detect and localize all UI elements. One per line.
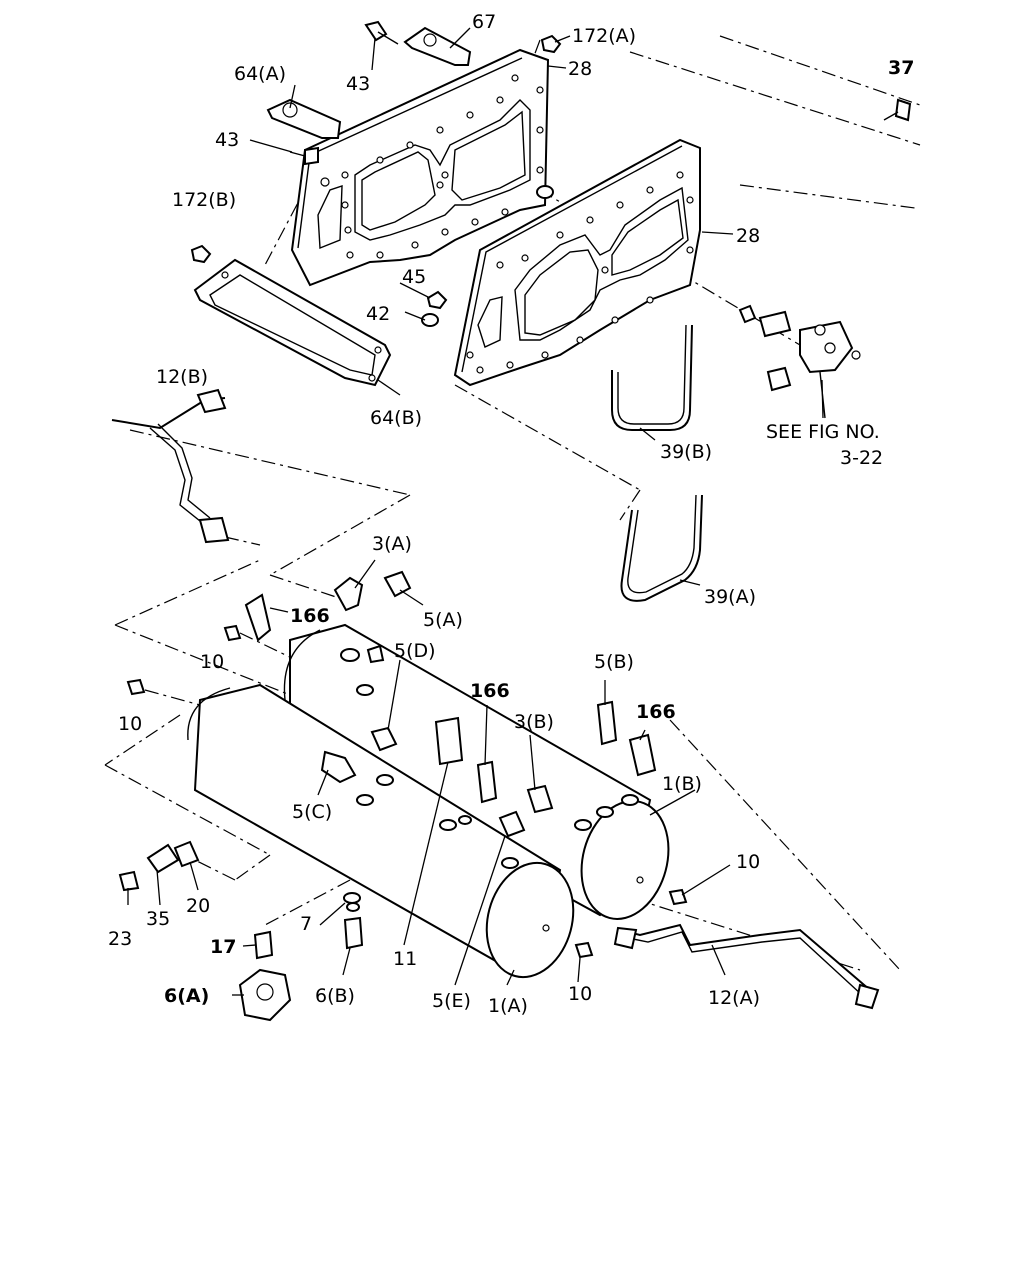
callout-43-side: 43 xyxy=(215,129,239,151)
callout-43-top: 43 xyxy=(346,73,370,95)
callout-12b: 12(B) xyxy=(156,366,208,388)
callout-42: 42 xyxy=(366,303,390,325)
hoses xyxy=(611,324,703,602)
callout-23: 23 xyxy=(108,928,132,950)
callout-12a: 12(A) xyxy=(708,987,760,1009)
callout-39a: 39(A) xyxy=(704,586,756,608)
callout-7: 7 xyxy=(300,913,312,935)
bracket-64b xyxy=(193,258,392,387)
callout-166-center: 166 xyxy=(470,680,510,702)
callout-5b: 5(B) xyxy=(594,651,634,673)
callout-3b: 3(B) xyxy=(514,711,554,733)
callout-10-left: 10 xyxy=(200,651,224,673)
callout-5e: 5(E) xyxy=(432,990,471,1012)
callout-64b: 64(B) xyxy=(370,407,422,429)
label-leaders xyxy=(127,27,824,996)
frame-plate-right xyxy=(453,138,701,387)
callout-5d: 5(D) xyxy=(394,640,436,662)
frame-plate-left xyxy=(290,48,550,287)
callout-1b: 1(B) xyxy=(662,773,702,795)
air-tanks xyxy=(187,623,670,979)
callout-172b: 172(B) xyxy=(172,189,236,211)
callout-11: 11 xyxy=(393,948,417,970)
callout-45: 45 xyxy=(402,266,426,288)
callout-10-bottom: 10 xyxy=(568,983,592,1005)
callout-39b: 39(B) xyxy=(660,441,712,463)
callout-166-right: 166 xyxy=(636,701,676,723)
callout-5c: 5(C) xyxy=(292,801,332,823)
callout-20: 20 xyxy=(186,895,210,917)
callout-166-left: 166 xyxy=(290,605,330,627)
callout-37: 37 xyxy=(888,57,914,79)
callout-64a: 64(A) xyxy=(234,63,286,85)
callout-see-fig: SEE FIG NO. xyxy=(766,421,880,443)
fittings xyxy=(118,570,688,1022)
callout-1a: 1(A) xyxy=(488,995,528,1017)
callout-5a: 5(A) xyxy=(423,609,463,631)
callout-17: 17 xyxy=(210,936,236,958)
callout-3a: 3(A) xyxy=(372,533,412,555)
callout-10-right: 10 xyxy=(736,851,760,873)
callout-28-right: 28 xyxy=(736,225,760,247)
pipe-12b xyxy=(111,388,230,544)
callout-28-top: 28 xyxy=(568,58,592,80)
callout-labels: 67 172(A) 37 64(A) 43 28 43 172(B) 28 45… xyxy=(108,11,914,1017)
callout-172a: 172(A) xyxy=(572,25,636,47)
callout-35: 35 xyxy=(146,908,170,930)
callout-6a: 6(A) xyxy=(164,985,209,1007)
callout-67: 67 xyxy=(472,11,496,33)
callout-6b: 6(B) xyxy=(315,985,355,1007)
pipe-12a xyxy=(613,923,880,1010)
callout-10-far-left: 10 xyxy=(118,713,142,735)
callout-see-fig-number: 3-22 xyxy=(840,447,883,469)
